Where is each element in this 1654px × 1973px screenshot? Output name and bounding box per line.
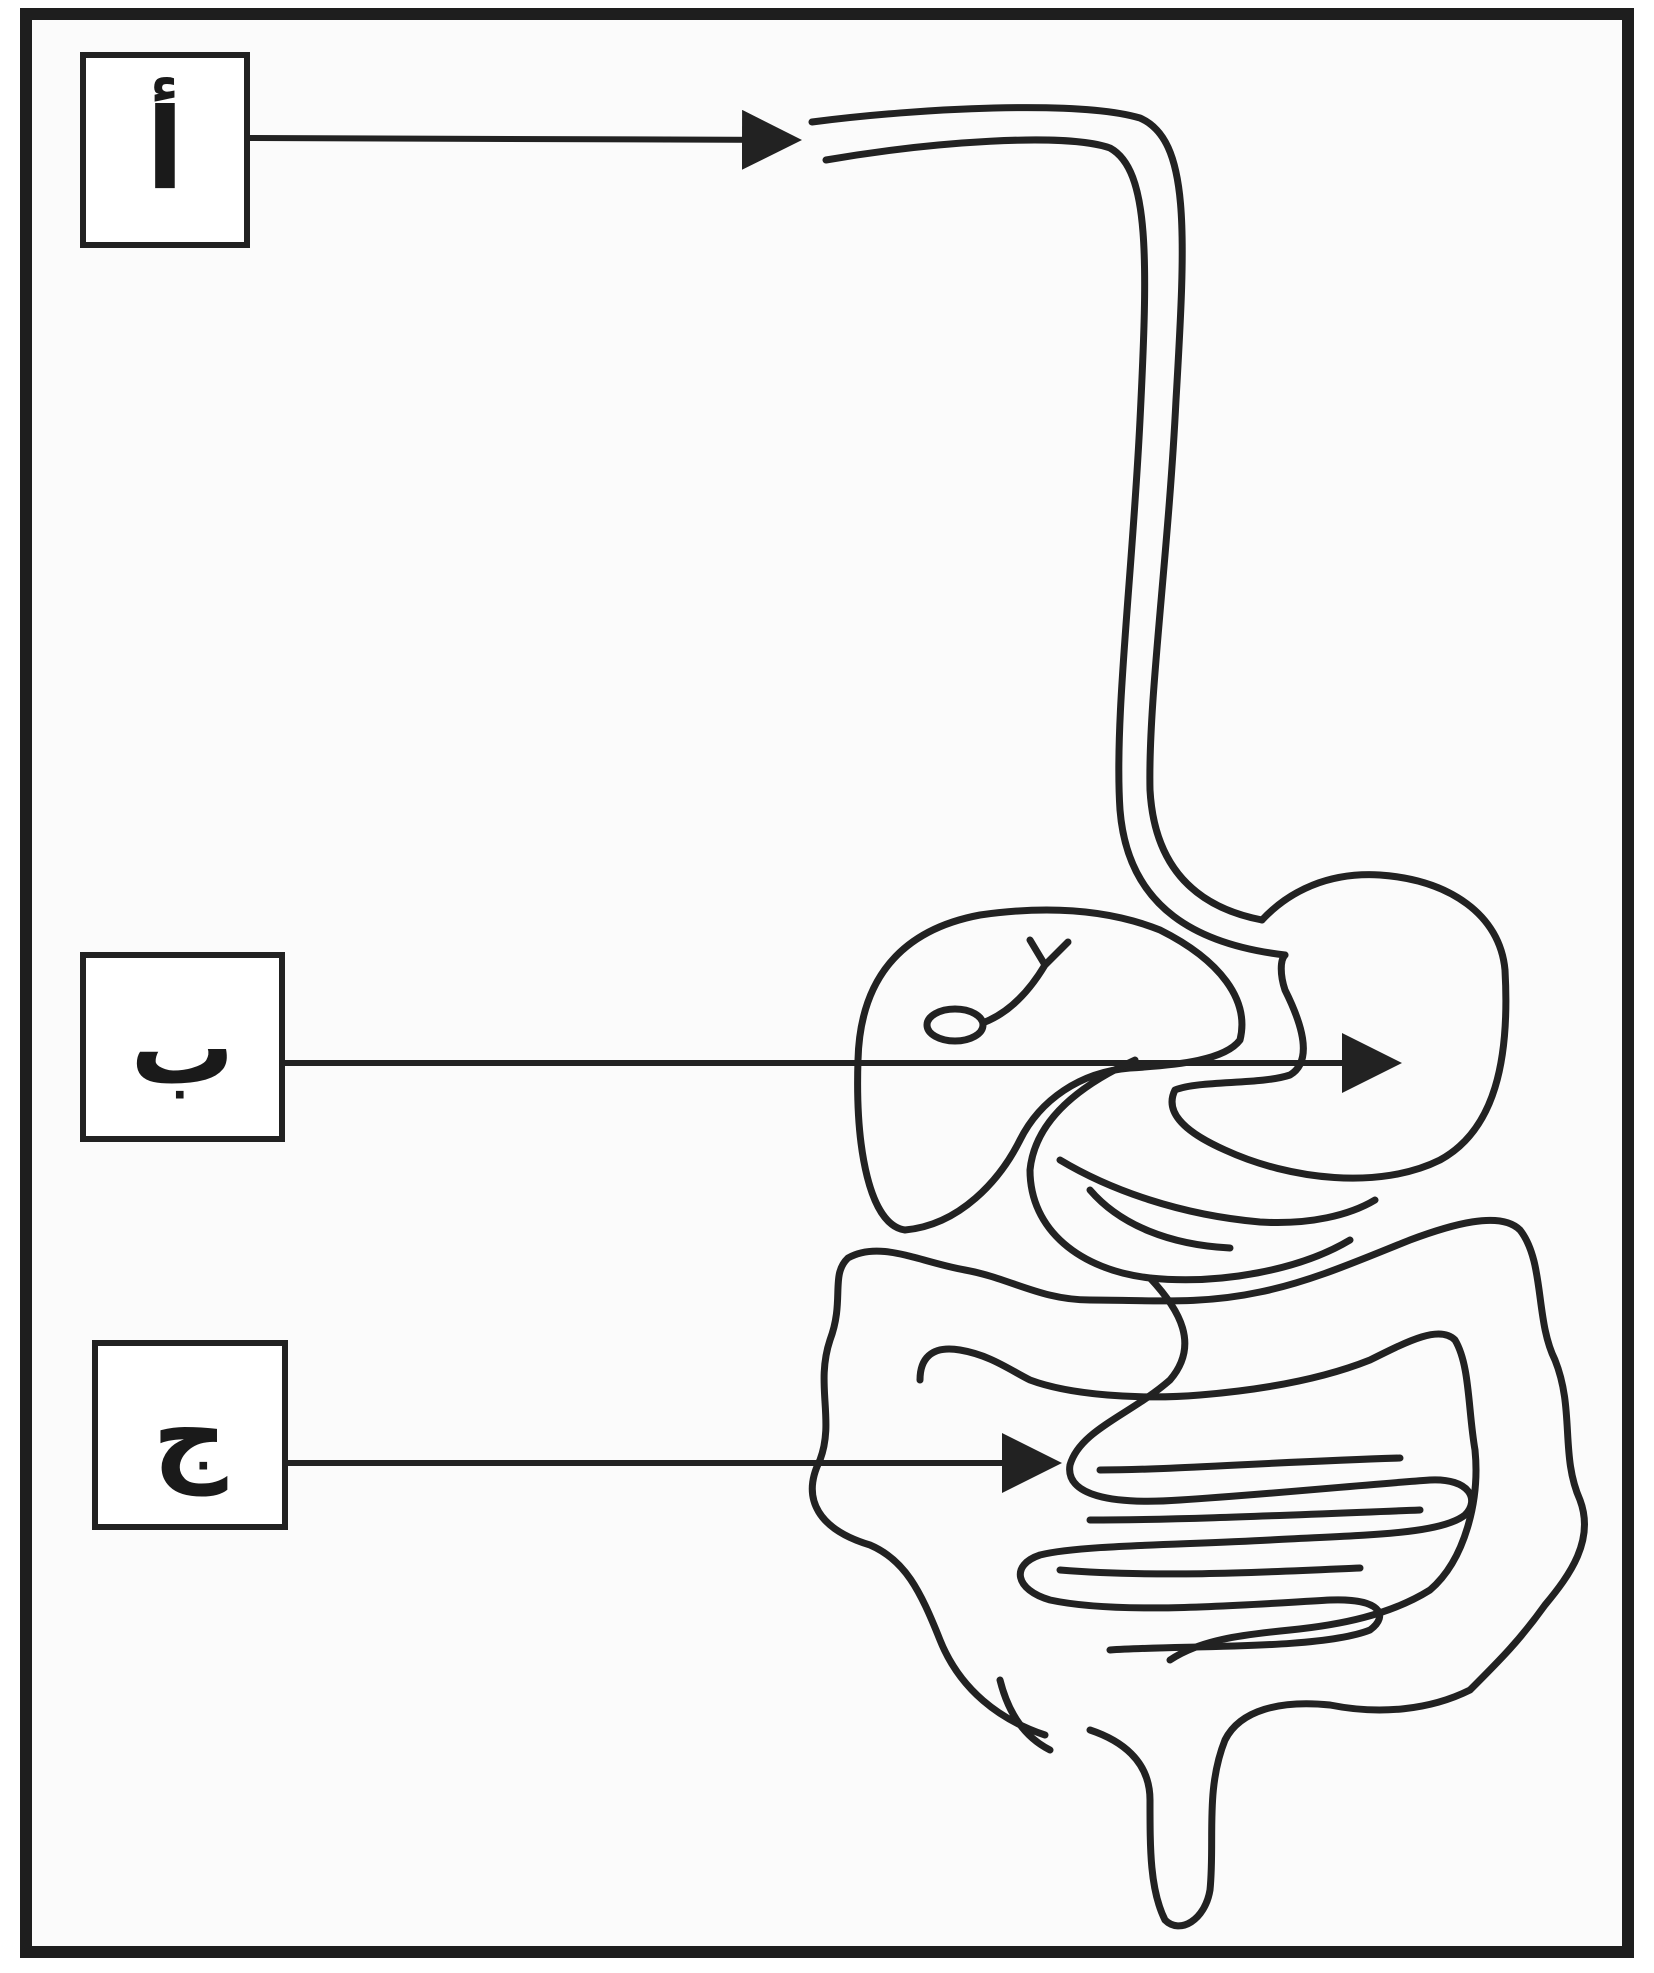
label-c-text: ج — [153, 1374, 228, 1496]
gallbladder — [927, 1009, 983, 1041]
esophagus-outer — [812, 108, 1262, 920]
label-box-b: ب — [80, 952, 285, 1142]
arrow-a — [250, 138, 790, 140]
duodenum-inner — [1090, 1190, 1230, 1248]
label-b-text: ب — [130, 986, 235, 1108]
label-box-a: أ — [80, 52, 250, 248]
bile-duct — [985, 940, 1068, 1022]
pancreas — [1060, 1160, 1375, 1223]
label-a-text: أ — [146, 85, 184, 215]
esophagus-inner — [826, 140, 1285, 955]
small-intestine-inner — [1060, 1458, 1420, 1574]
stomach-outline — [1172, 875, 1506, 1178]
label-box-c: ج — [92, 1340, 288, 1530]
